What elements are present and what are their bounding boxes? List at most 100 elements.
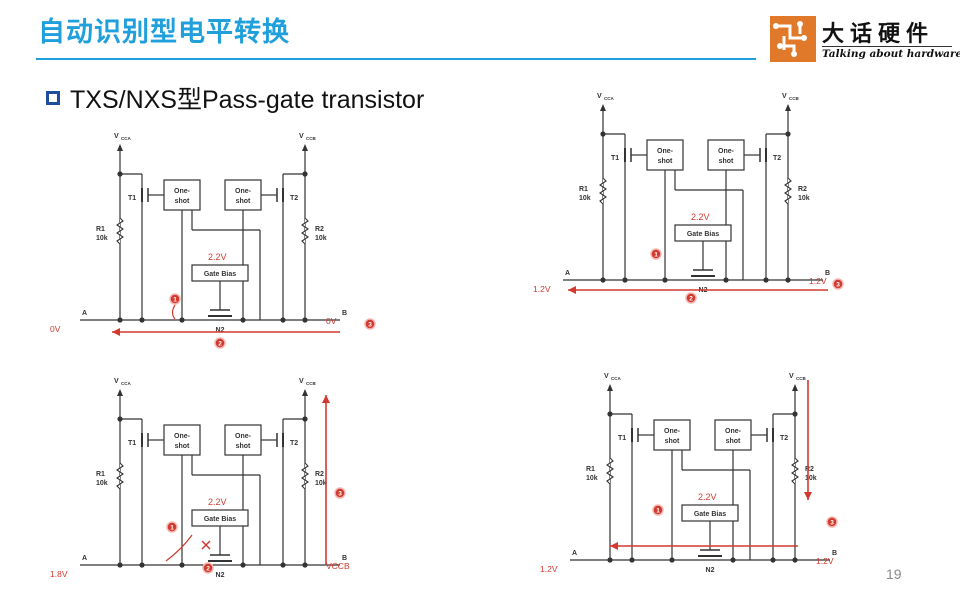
- step-badge-label: 1: [170, 525, 174, 532]
- red-flow-arrow-icon: [804, 492, 812, 500]
- step-badge-icon: [826, 516, 838, 528]
- junction-dot: [607, 411, 613, 417]
- r2-value: 10k: [805, 475, 817, 482]
- junction-dot: [763, 277, 769, 283]
- bias-voltage-label: 2.2V: [691, 212, 710, 222]
- port-a-label: A: [565, 270, 570, 277]
- vccb-arrow-icon: [792, 384, 798, 391]
- one-shot-label: shot: [236, 198, 251, 205]
- r1-resistor-icon: [599, 177, 607, 205]
- step-badge-label: 3: [338, 491, 342, 498]
- vccb-label: V: [782, 93, 787, 100]
- port-a-voltage-label: 0V: [50, 324, 61, 334]
- junction-dot: [730, 557, 736, 563]
- t1-label: T1: [618, 435, 626, 442]
- step-badge-label: 3: [830, 520, 834, 527]
- t1-label: T1: [128, 195, 136, 202]
- one-shot-block-right: [707, 139, 745, 171]
- r2-label: R2: [798, 186, 807, 193]
- red-flow-arrow-icon: [610, 542, 618, 550]
- step-badge-label: 1: [656, 508, 660, 515]
- vcca-subscript: CCA: [121, 136, 131, 141]
- step-badge-icon: [166, 521, 178, 533]
- port-a-label: A: [572, 550, 577, 557]
- r1-resistor-icon: [116, 217, 124, 245]
- vcca-arrow-icon: [607, 384, 613, 391]
- one-shot-label: One-: [235, 433, 252, 440]
- vcca-subscript: CCA: [611, 376, 621, 381]
- port-b-label: B: [342, 310, 347, 317]
- step-badge-label: 3: [836, 282, 840, 289]
- junction-dot: [139, 562, 145, 568]
- bias-voltage-label: 2.2V: [208, 497, 227, 507]
- junction-dot: [600, 131, 606, 137]
- step-badge-icon: [169, 293, 181, 305]
- r2-value: 10k: [315, 235, 327, 242]
- one-shot-label: shot: [175, 443, 190, 450]
- junction-dot: [117, 562, 123, 568]
- r2-label: R2: [805, 466, 814, 473]
- one-shot-label: One-: [657, 148, 674, 155]
- junction-dot: [302, 171, 308, 177]
- junction-dot: [607, 557, 613, 563]
- step-badge-icon: [650, 248, 662, 260]
- r1-value: 10k: [579, 195, 591, 202]
- t2-label: T2: [290, 440, 298, 447]
- r2-value: 10k: [798, 195, 810, 202]
- step-badge-icon: [334, 487, 346, 499]
- junction-dot: [302, 416, 308, 422]
- junction-dot: [792, 411, 798, 417]
- one-shot-block-right: [224, 179, 262, 211]
- vccb-subscript: CCB: [789, 96, 799, 101]
- page-number: 19: [886, 566, 902, 582]
- junction-dot: [117, 416, 123, 422]
- junction-dot: [302, 317, 308, 323]
- vcca-label: V: [114, 378, 119, 385]
- logo-divider: [822, 46, 952, 47]
- vcca-subscript: CCA: [604, 96, 614, 101]
- junction-dot: [179, 317, 185, 323]
- n2-label: N2: [216, 572, 225, 579]
- red-flow-arrow-icon: [112, 328, 120, 336]
- junction-dot: [622, 277, 628, 283]
- t2-label: T2: [290, 195, 298, 202]
- one-shot-block-left: [653, 419, 691, 451]
- r2-value: 10k: [315, 480, 327, 487]
- one-shot-label: shot: [175, 198, 190, 205]
- logo-circuit-icon: [770, 16, 816, 62]
- vccb-arrow-icon: [785, 104, 791, 111]
- port-b-voltage-label: 1.2V: [809, 276, 827, 286]
- red-flow-arrow-icon: [322, 395, 330, 403]
- vcca-arrow-icon: [117, 389, 123, 396]
- step-badge-label: 2: [689, 296, 693, 303]
- one-shot-label: shot: [719, 158, 734, 165]
- vccb-subscript: CCB: [306, 136, 316, 141]
- r2-resistor-icon: [791, 457, 799, 485]
- step-badge-label: 3: [368, 322, 372, 329]
- red-flow-arrow-icon: [568, 286, 576, 294]
- port-a-label: A: [82, 310, 87, 317]
- logo-name: 大话硬件: [822, 21, 935, 47]
- junction-dot: [785, 277, 791, 283]
- r1-label: R1: [96, 226, 105, 233]
- junction-dot: [179, 562, 185, 568]
- one-shot-label: shot: [726, 438, 741, 445]
- square-bullet-icon: [46, 91, 60, 105]
- port-a-voltage-label: 1.2V: [540, 564, 558, 574]
- t2-label: T2: [773, 155, 781, 162]
- one-shot-block-left: [163, 424, 201, 456]
- vccb-label: V: [299, 378, 304, 385]
- vcca-arrow-icon: [117, 144, 123, 151]
- vccb-subscript: CCB: [796, 376, 806, 381]
- n2-label: N2: [216, 327, 225, 334]
- r2-resistor-icon: [301, 462, 309, 490]
- junction-dot: [240, 562, 246, 568]
- junction-dot: [280, 317, 286, 323]
- one-shot-label: One-: [235, 188, 252, 195]
- gate-bias-label: Gate Bias: [694, 511, 726, 518]
- blocked-x-icon: [201, 540, 211, 550]
- step-badge-label: 2: [218, 341, 222, 348]
